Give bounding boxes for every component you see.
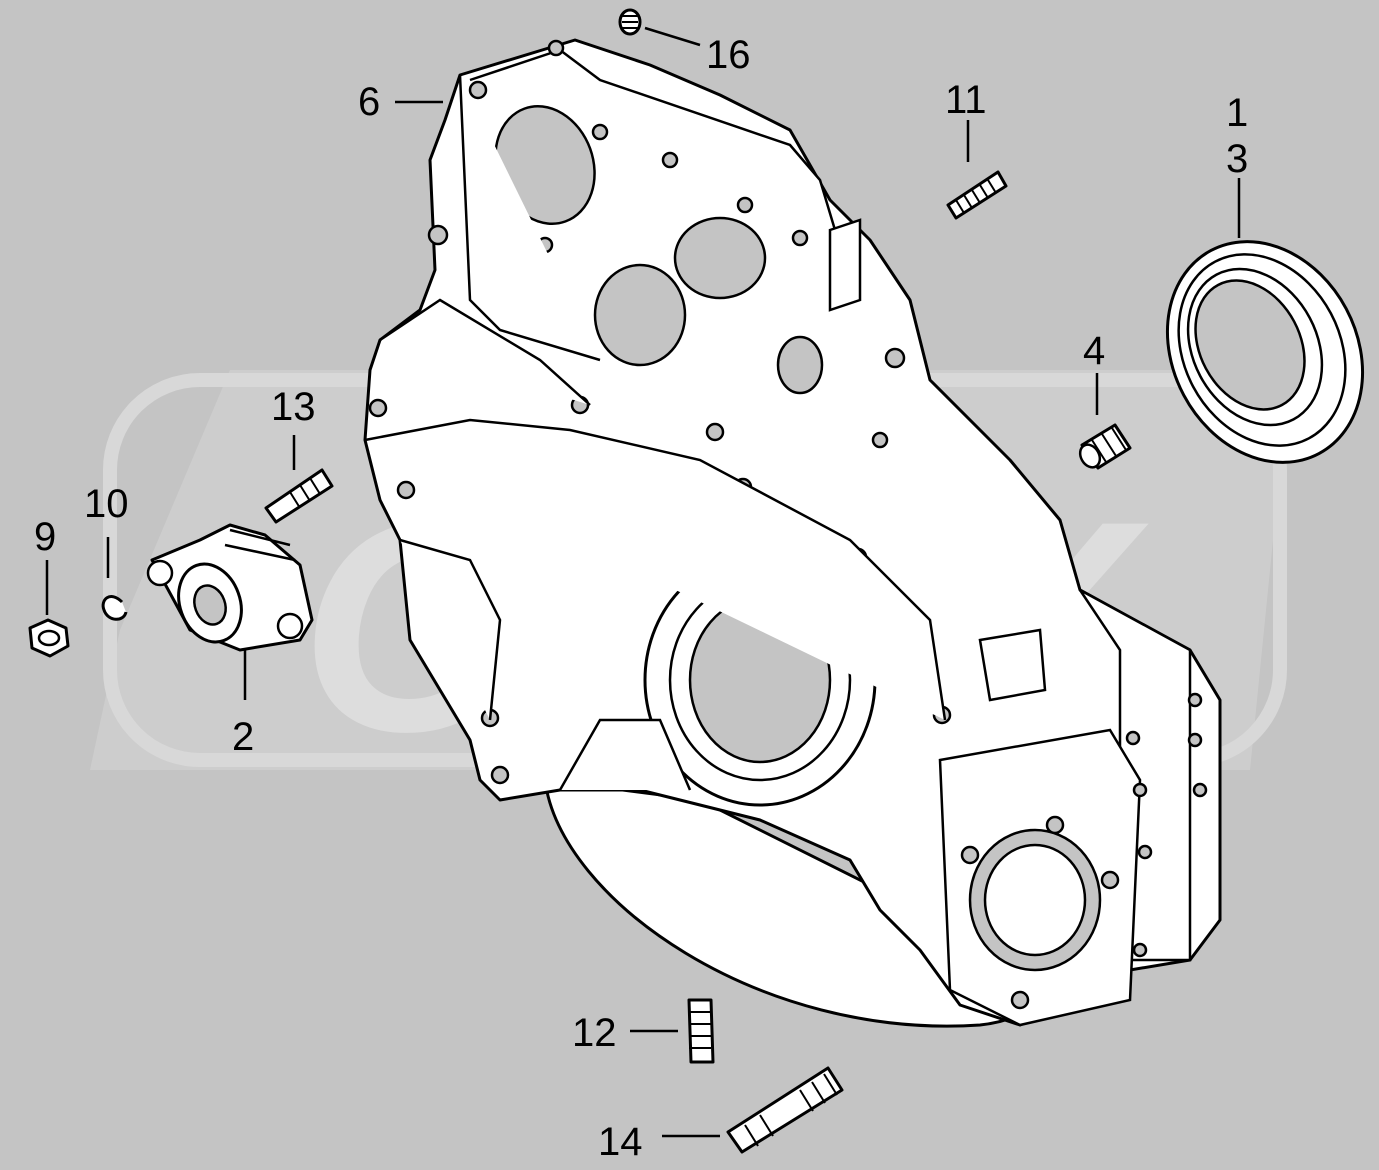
callout-13: 13 (271, 385, 316, 429)
stud-13 (264, 468, 334, 524)
nut-9 (28, 618, 70, 658)
callout-16: 16 (706, 33, 751, 77)
plug-16 (618, 8, 642, 36)
stud-14 (726, 1066, 844, 1154)
stud-11 (946, 170, 1008, 220)
callout-14: 14 (598, 1120, 643, 1164)
callout-11: 11 (945, 78, 987, 122)
callout-10: 10 (84, 482, 129, 526)
callout-1: 1 (1226, 91, 1248, 135)
callout-9: 9 (34, 515, 56, 559)
leader-lines (45, 26, 1241, 1138)
callout-4: 4 (1083, 329, 1105, 373)
callout-2: 2 (232, 715, 254, 759)
plug-12 (687, 998, 715, 1064)
circlip-10 (101, 595, 128, 621)
bracket-2 (146, 523, 314, 652)
callouts: 16 6 11 1 3 4 13 10 9 2 12 14 (34, 33, 1248, 1164)
callout-6: 6 (358, 80, 380, 124)
callout-12: 12 (572, 1011, 617, 1055)
gear-housing (363, 38, 1222, 1028)
oil-seal-1-3 (1165, 240, 1365, 464)
plug-4 (1078, 423, 1132, 470)
callout-3: 3 (1226, 137, 1248, 181)
